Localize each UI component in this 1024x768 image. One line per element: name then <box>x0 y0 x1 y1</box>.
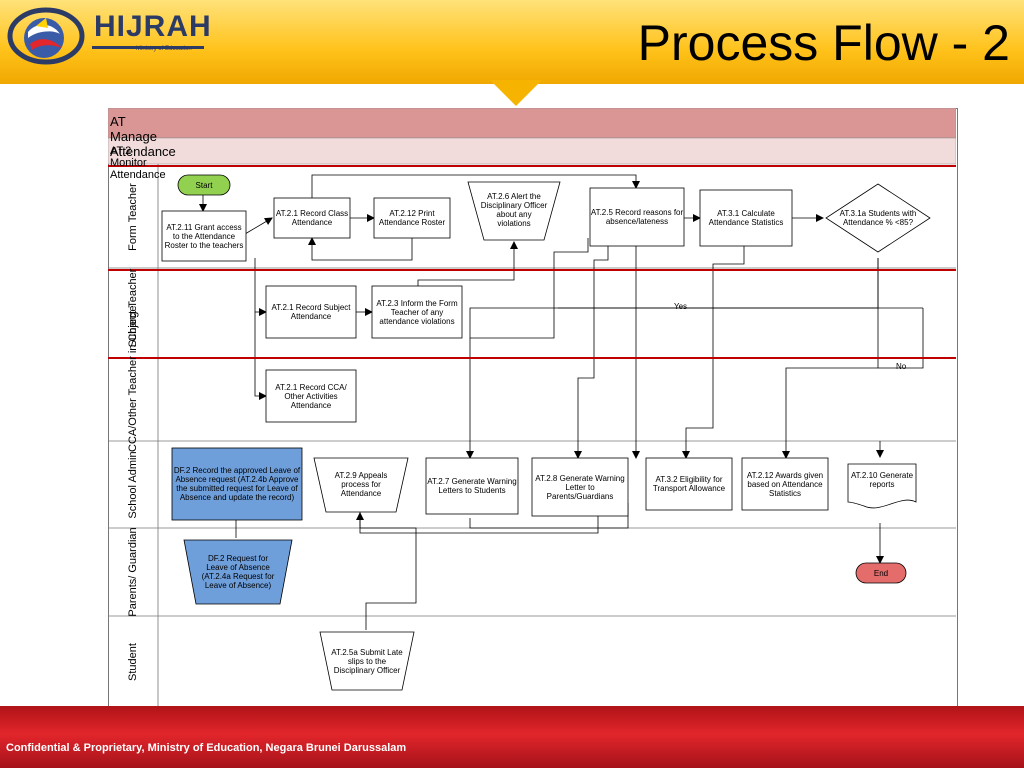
node-shapes <box>161 174 931 691</box>
node-at212: AT.2.12 Print Attendance Roster <box>378 209 446 227</box>
node-at25: AT.2.5 Record reasons for absence/latene… <box>590 208 684 226</box>
diagram-title: AT Manage Attendance <box>110 114 176 159</box>
diagram-svg <box>108 108 956 708</box>
node-at21-form: AT.2.1 Record Class Attendance <box>275 209 349 227</box>
logo-emblem <box>7 7 204 65</box>
lane-cca-teacher: CCA/Other Teacher in Charge <box>127 305 139 452</box>
node-at21-subject: AT.2.1 Record Subject Attendance <box>271 303 351 321</box>
connectors <box>199 174 924 630</box>
footer-band <box>0 706 1024 768</box>
node-at27: AT.2.7 Generate Warning Letters to Stude… <box>427 477 517 495</box>
node-end: End <box>873 568 889 578</box>
footer-text: Confidential & Proprietary, Ministry of … <box>6 742 407 754</box>
header-notch <box>490 80 542 106</box>
node-at212-awards: AT.2.12 Awards given based on Attendance… <box>746 470 824 498</box>
label-no: No <box>896 362 907 371</box>
page-title: Process Flow - 2 <box>637 15 1010 71</box>
lane-school-admin: School Admin <box>127 451 139 519</box>
node-start: Start <box>195 180 213 190</box>
node-at210: AT.2.10 Generate reports <box>850 471 914 489</box>
subtitle-band <box>108 137 956 165</box>
logo-text: HIJRAH <box>94 10 212 43</box>
node-at31: AT.3.1 Calculate Attendance Statistics <box>708 209 784 227</box>
node-at31a: AT.3.1a Students with Attendance % <85? <box>839 209 917 227</box>
hijrah-logo: HIJRAH Ministry of Education <box>6 4 216 65</box>
label-yes: Yes <box>674 302 688 311</box>
node-at29: AT.2.9 Appeals process for Attendance <box>334 470 388 498</box>
title-band <box>108 108 956 139</box>
node-at26: AT.2.6 Alert the Disciplinary Officer ab… <box>480 192 548 228</box>
node-df2-request: DF.2 Request for Leave of Absence (AT.2.… <box>201 554 275 590</box>
highlight-subject-teacher <box>108 269 956 359</box>
node-at23: AT.2.3 Inform the Form Teacher of any at… <box>376 298 458 326</box>
node-at211: AT.2.11 Grant access to the Attendance R… <box>164 222 244 250</box>
node-at21-cca: AT.2.1 Record CCA/ Other Activities Atte… <box>275 382 347 410</box>
header-band <box>0 0 1024 84</box>
node-at28: AT.2.8 Generate Warning Letter to Parent… <box>535 473 625 501</box>
lane-student: Student <box>127 643 139 681</box>
diagram-subtitle: AT.2 Monitor Attendance <box>110 145 166 181</box>
lane-parents-guardian: Parents/ Guardian <box>127 527 139 617</box>
node-at25a: AT.2.5a Submit Late slips to the Discipl… <box>331 647 403 675</box>
lane-form-teacher: Form Teacher <box>127 183 139 251</box>
logo-tagline: Ministry of Education <box>136 46 192 52</box>
node-at32: AT.3.2 Eligibility for Transport Allowan… <box>652 475 726 493</box>
node-df2-record: DF.2 Record the approved Leave of Absenc… <box>173 466 301 502</box>
